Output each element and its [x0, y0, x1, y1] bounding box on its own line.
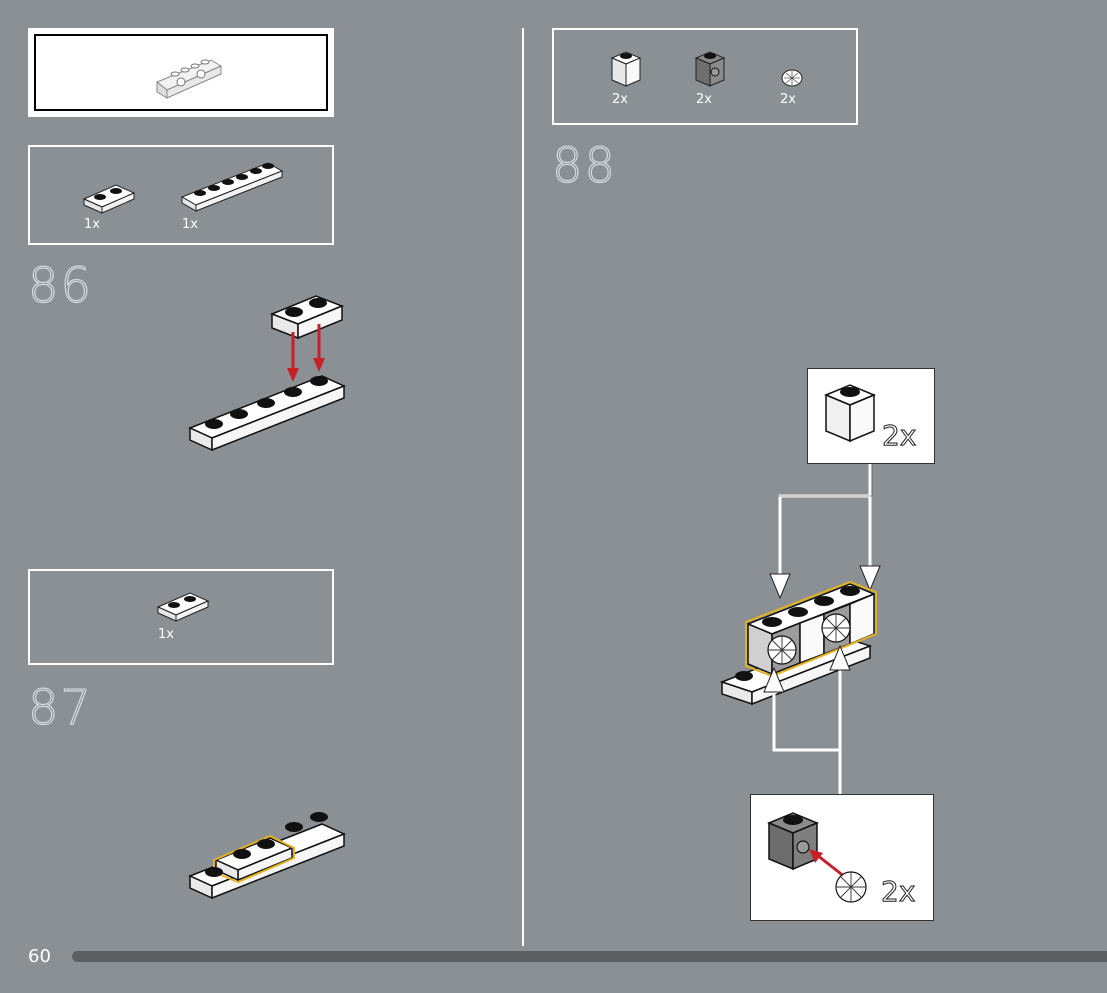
- callout-gray-brick-grille: 2x: [750, 794, 934, 921]
- callout-qty: 2x: [881, 875, 915, 908]
- parts-list-step-87: 1x: [28, 569, 334, 665]
- page-number: 60: [28, 946, 51, 967]
- step-number-88: 88: [552, 138, 617, 194]
- callout-qty: 2x: [882, 419, 916, 452]
- step-number-86: 86: [28, 258, 93, 314]
- part-qty: 2x: [612, 92, 628, 107]
- round-grille-white-icon: [780, 68, 804, 88]
- callout-white-brick: 2x: [807, 368, 935, 464]
- plate-1x2-white-icon: [84, 185, 136, 217]
- part-qty: 2x: [780, 92, 796, 107]
- page-divider: [522, 28, 524, 946]
- parts-list-step-88: 2x 2x 2x: [552, 28, 858, 125]
- part-qty: 2x: [696, 92, 712, 107]
- step-86-illustration: [186, 290, 356, 460]
- brick-1x1-white-icon: [610, 50, 644, 88]
- plate-1x6-white-icon: [182, 163, 286, 215]
- part-qty: 1x: [158, 627, 174, 642]
- parts-list-step-86: 1x 1x: [28, 145, 334, 245]
- plate-1x2-white-icon: [158, 593, 210, 625]
- sub-assembly-image: [151, 46, 231, 106]
- part-qty: 1x: [84, 217, 100, 232]
- sub-assembly-preview: [28, 28, 334, 117]
- brick-1x1-white-icon: [824, 383, 878, 443]
- step-87-illustration: [186, 800, 356, 900]
- brick-with-grille-assembly-icon: [765, 809, 875, 909]
- page-progress-bar: [72, 951, 1107, 962]
- step-88-illustration: [710, 460, 970, 800]
- part-qty: 1x: [182, 217, 198, 232]
- brick-1x1-with-stud-dark-gray-icon: [694, 50, 728, 88]
- step-number-87: 87: [28, 680, 93, 736]
